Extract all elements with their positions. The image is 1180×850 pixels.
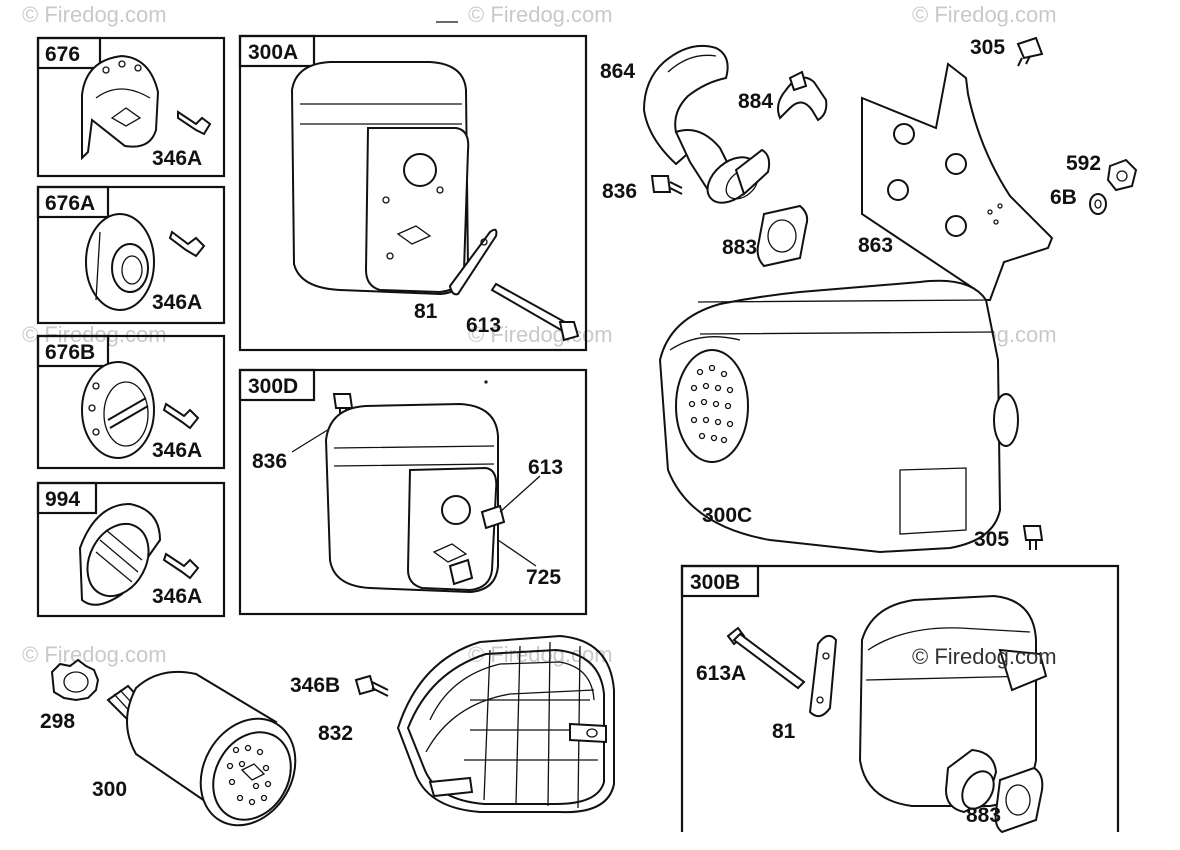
box-tag: 676B	[45, 341, 95, 364]
watermark: © Firedog.com	[468, 322, 613, 347]
part-label: 305	[970, 36, 1005, 59]
part-label: 832	[318, 722, 353, 745]
inner-watermark: © Firedog.com	[912, 644, 1057, 669]
box-300D: 300D 836 613 725	[238, 368, 588, 616]
part-label: 592	[1066, 152, 1101, 175]
box-994: 994 346A	[36, 481, 226, 618]
part-label: 884	[738, 90, 773, 113]
part-label: 883	[722, 236, 757, 259]
watermark: © Firedog.com	[468, 2, 613, 27]
watermark: © Firedog.com	[912, 2, 1057, 27]
part-label: 305	[974, 528, 1009, 551]
watermark: © Firedog.com	[22, 322, 167, 347]
part-label: 300C	[702, 504, 752, 527]
box-300A: 300A 81 613	[238, 34, 588, 352]
part-label: 346B	[290, 674, 340, 697]
part-label: 864	[600, 60, 635, 83]
perforated-disc	[688, 364, 734, 444]
part-label: 81	[414, 300, 438, 323]
watermark: © Firedog.com	[22, 642, 167, 667]
bracket-863: 305 863 592 6B	[858, 36, 1138, 301]
box-300B: 300B 613A 81 © Firedog.com 883	[680, 564, 1120, 834]
part-label: 346A	[152, 585, 202, 608]
box-676B: 676B 346A	[36, 334, 226, 470]
part-label: 300	[92, 778, 127, 801]
muffler-300C: 300C 305	[658, 279, 1044, 554]
part-label: 613A	[696, 662, 746, 685]
part-label: 613	[528, 456, 563, 479]
part-label: 863	[858, 234, 893, 257]
part-label: 81	[772, 720, 796, 743]
exhaust-pipe-group: 864 884 836 883	[600, 44, 828, 268]
part-label: 346A	[152, 147, 202, 170]
guard-832: 346B 832	[290, 634, 615, 814]
box-tag: 300B	[690, 571, 740, 594]
part-label: 836	[252, 450, 287, 473]
part-label: 836	[602, 180, 637, 203]
part-label: 6B	[1050, 186, 1077, 209]
part-label: 346A	[152, 291, 202, 314]
box-tag: 300D	[248, 375, 298, 398]
box-tag: 676A	[45, 192, 95, 215]
box-tag: 994	[45, 488, 80, 511]
box-tag: 676	[45, 43, 80, 66]
part-label: 613	[466, 314, 501, 337]
part-label: 883	[966, 804, 1001, 827]
perforated-end	[226, 744, 272, 806]
stray-mark	[484, 380, 488, 384]
box-676: 676 346A	[36, 36, 226, 178]
muffler-300: 298 300	[40, 658, 297, 827]
box-676A: 676A 346A	[36, 185, 226, 325]
watermark: © Firedog.com	[22, 2, 167, 27]
box-tag: 300A	[248, 41, 298, 64]
part-label: 346A	[152, 439, 202, 462]
part-label: 298	[40, 710, 75, 733]
part-label: 725	[526, 566, 561, 589]
